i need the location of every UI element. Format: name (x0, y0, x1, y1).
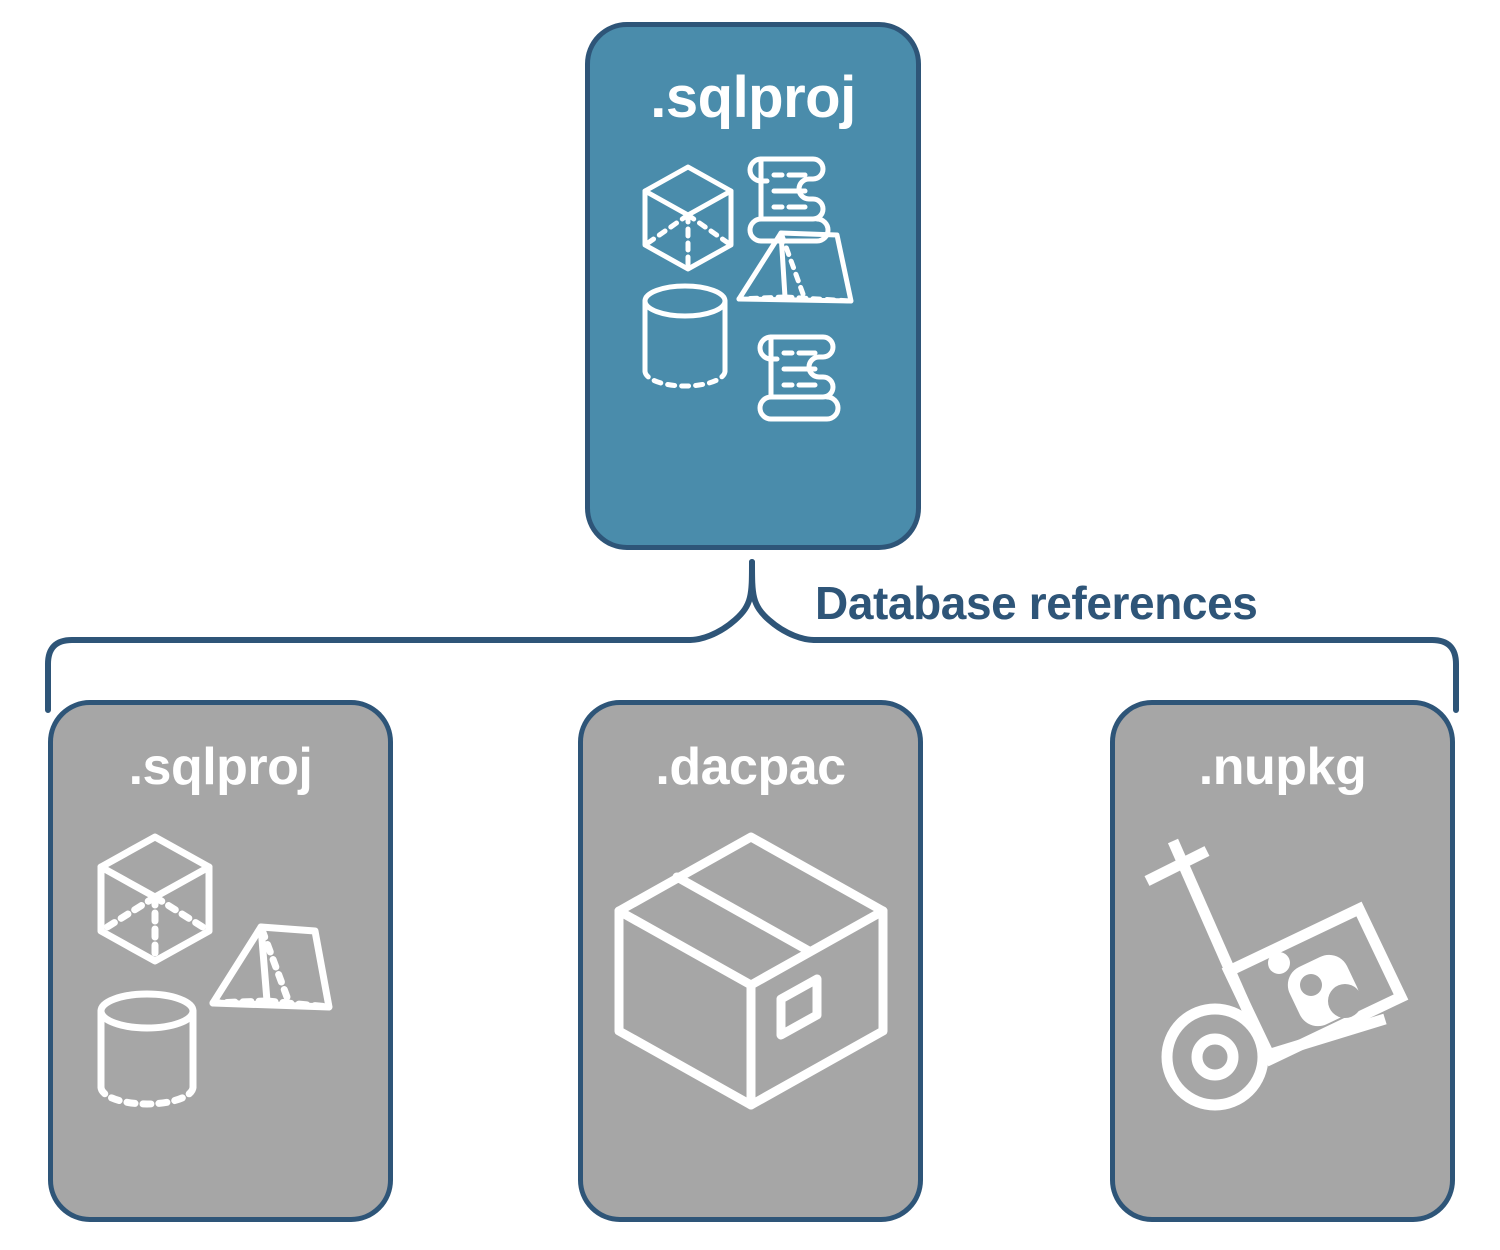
nupkg-icon-group (1133, 819, 1433, 1119)
card-title: .dacpac (655, 738, 846, 796)
scroll-icon (757, 334, 841, 422)
cube-wireframe-icon (642, 164, 734, 272)
cube-wireframe-icon (97, 833, 212, 965)
nuget-hand-truck-icon (1144, 838, 1408, 1111)
node-card-sqlproj-root[interactable]: .sqlproj (585, 22, 921, 550)
scroll-icon (747, 156, 831, 244)
cylinder-wireframe-icon (97, 990, 196, 1108)
node-card-sqlproj-reference[interactable]: .sqlproj (48, 700, 393, 1222)
node-card-dacpac[interactable]: .dacpac (578, 700, 923, 1222)
pyramid-wireframe-icon (736, 230, 854, 304)
pyramid-wireframe-icon (209, 923, 332, 1011)
card-title: .sqlproj (128, 738, 313, 796)
root-icon-group (633, 149, 873, 422)
brace-label-database-references: Database references (815, 577, 1258, 629)
node-card-nupkg[interactable]: .nupkg (1110, 700, 1455, 1222)
dacpac-icon-group (601, 819, 901, 1119)
database-references-brace (0, 545, 1500, 725)
card-title: .sqlproj (650, 65, 856, 130)
package-box-icon (614, 832, 887, 1110)
cylinder-wireframe-icon (642, 283, 728, 389)
sqlproj-icon-group (71, 819, 371, 1119)
card-title: .nupkg (1198, 738, 1367, 796)
